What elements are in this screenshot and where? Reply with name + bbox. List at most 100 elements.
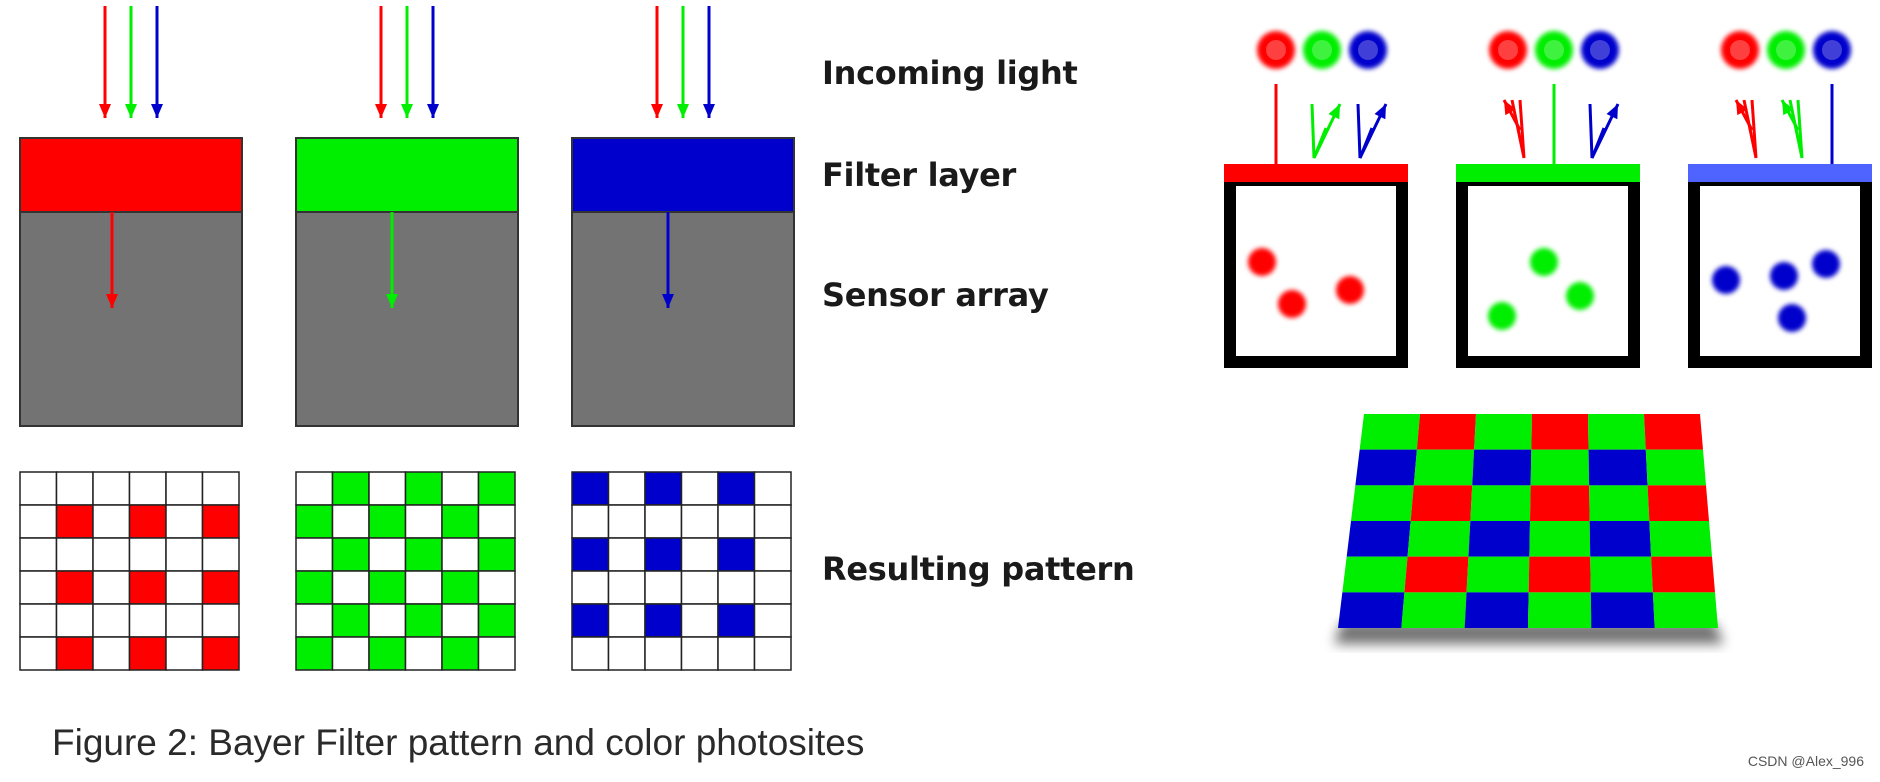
pattern-cell-green <box>404 537 443 572</box>
pattern-cell-blue <box>607 537 646 572</box>
pattern-cell-blue <box>571 570 610 605</box>
collected-dot-blue <box>1778 304 1806 332</box>
incoming-red-arrow-green <box>375 6 387 118</box>
filter-layer-red <box>19 137 243 213</box>
incoming-red-arrow-blue-head <box>651 104 663 118</box>
incoming-blue-arrow-red-head <box>151 104 163 118</box>
pattern-cell-green <box>295 537 334 572</box>
pattern-cell-blue <box>644 471 683 506</box>
bayer-mosaic-cell <box>1413 449 1475 486</box>
sensor-block-green <box>295 211 519 427</box>
pattern-cell-red <box>128 471 167 506</box>
pattern-cell-green <box>331 471 370 506</box>
bayer-mosaic-cell <box>1589 521 1652 557</box>
pattern-cell-green <box>295 603 334 638</box>
pattern-cell-red <box>201 603 240 638</box>
pattern-cell-green <box>441 636 480 671</box>
pattern-cell-green <box>295 504 334 539</box>
pattern-cell-blue <box>717 504 756 539</box>
incoming-blue-dot-green <box>1581 31 1619 69</box>
bayer-mosaic-cell <box>1588 449 1648 486</box>
sensor-block-red <box>19 211 243 427</box>
pattern-cell-green <box>477 537 516 572</box>
bayer-mosaic-cell <box>1407 521 1471 557</box>
reflected-green-head-head <box>1328 104 1340 120</box>
pattern-cell-green <box>295 570 334 605</box>
pattern-cell-green <box>404 603 443 638</box>
pattern-cell-red <box>201 537 240 572</box>
bayer-mosaic-cell <box>1652 592 1718 628</box>
incoming-green-arrow-red <box>125 6 137 118</box>
pattern-cell-green <box>441 603 480 638</box>
pattern-cell-red <box>92 504 131 539</box>
incoming-red-dot-red <box>1257 31 1295 69</box>
incoming-blue-arrow-red <box>151 6 163 118</box>
pattern-cell-green <box>368 537 407 572</box>
pattern-cell-green <box>477 471 516 506</box>
photosite-filter-green <box>1456 164 1640 182</box>
incoming-red-arrow-green-head <box>375 104 387 118</box>
pattern-cell-green <box>368 570 407 605</box>
pattern-cell-green <box>477 570 516 605</box>
pattern-cell-green <box>368 603 407 638</box>
pattern-cell-red <box>201 471 240 506</box>
bayer-mosaic-cell <box>1359 414 1420 450</box>
pattern-cell-red <box>55 537 94 572</box>
collected-dot-red <box>1336 276 1364 304</box>
pattern-cell-green <box>368 471 407 506</box>
pattern-cell-blue <box>717 603 756 638</box>
sensor-block-blue <box>571 211 795 427</box>
bayer-mosaic-cell <box>1590 556 1653 593</box>
reflected-red-head <box>1502 99 1522 131</box>
pattern-cell-green <box>331 537 370 572</box>
bayer-mosaic-cell <box>1404 556 1469 593</box>
bayer-mosaic-cell <box>1529 521 1591 557</box>
incoming-red-arrow-red-head <box>99 104 111 118</box>
incoming-blue-arrow-green <box>427 6 439 118</box>
pattern-cell-blue <box>680 636 719 671</box>
pattern-cell-green <box>331 636 370 671</box>
incoming-green-dot-green <box>1535 31 1573 69</box>
pattern-cell-red <box>128 636 167 671</box>
incoming-red-arrow-red <box>99 6 111 118</box>
bayer-mosaic-cell <box>1590 592 1655 628</box>
bayer-mosaic-cell <box>1530 485 1590 521</box>
incoming-green-arrow-blue <box>677 6 689 118</box>
pattern-cell-red <box>201 504 240 539</box>
bayer-mosaic-cell <box>1651 556 1715 593</box>
bayer-mosaic-cell <box>1470 485 1531 521</box>
incoming-red-dot-green <box>1489 31 1527 69</box>
figure-caption: Figure 2: Bayer Filter pattern and color… <box>52 722 865 763</box>
pattern-cell-blue <box>571 636 610 671</box>
incoming-green-arrow-green <box>401 6 413 118</box>
pattern-cell-green <box>404 504 443 539</box>
reflected-red-head <box>1734 99 1754 131</box>
pattern-cell-blue <box>717 636 756 671</box>
pattern-cell-red <box>92 603 131 638</box>
pattern-cell-red <box>92 471 131 506</box>
pattern-cell-blue <box>571 537 610 572</box>
photosite-filter-red <box>1224 164 1408 182</box>
pattern-cell-red <box>92 537 131 572</box>
pattern-cell-red <box>19 537 58 572</box>
pattern-cell-red <box>128 570 167 605</box>
incoming-green-dot-highlight-blue <box>1776 40 1796 60</box>
pattern-cell-blue <box>680 471 719 506</box>
filter-layer-label: Filter layer <box>822 156 1017 194</box>
pattern-cell-blue <box>753 603 792 638</box>
incoming-blue-arrow-green-head <box>427 104 439 118</box>
bayer-mosaic-cell <box>1528 592 1592 628</box>
incoming-blue-dot-blue <box>1813 31 1851 69</box>
bayer-mosaic-cell <box>1342 556 1408 593</box>
pattern-cell-blue <box>680 603 719 638</box>
bayer-mosaic-cell <box>1649 521 1712 557</box>
incoming-green-dot-highlight-red <box>1312 40 1332 60</box>
collected-dot-red <box>1248 248 1276 276</box>
pattern-cell-red <box>128 537 167 572</box>
pattern-cell-green <box>477 636 516 671</box>
bayer-mosaic-cell <box>1410 485 1473 521</box>
incoming-light-label: Incoming light <box>822 54 1078 92</box>
photosite-filter-blue <box>1688 164 1872 182</box>
